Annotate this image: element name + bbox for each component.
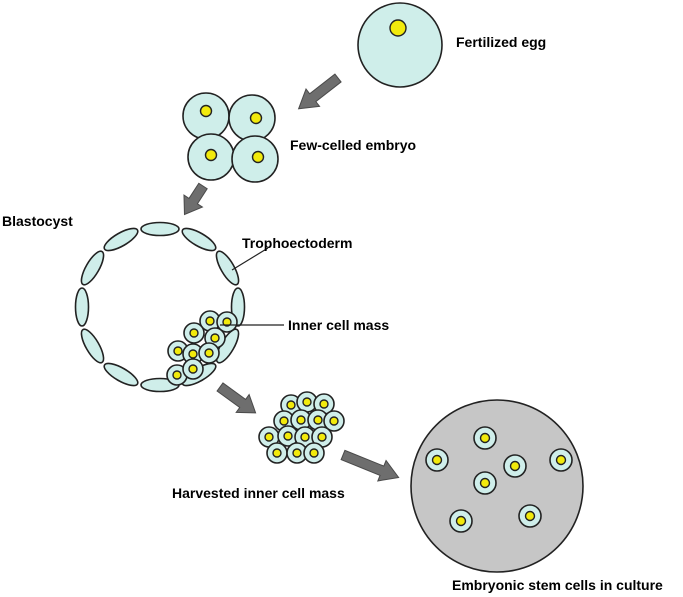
fertilized-egg (357, 2, 443, 88)
embryonic-stem-cells (425, 426, 573, 533)
embryonic-stem-cells-label: Embryonic stem cells in culture (452, 577, 663, 593)
arrow-blastocyst-to-harvest (216, 382, 257, 414)
few-celled-embryo (182, 92, 279, 183)
harvested-inner-cell-mass (258, 391, 345, 464)
few-celled-embryo-label: Few-celled embryo (290, 137, 416, 153)
arrow-harvest-to-culture (340, 449, 400, 482)
harvested-inner-cell-mass-label: Harvested inner cell mass (172, 485, 345, 501)
arrow-egg-to-embryo (297, 73, 342, 110)
trophoectoderm-label: Trophoectoderm (242, 235, 352, 251)
blastocyst (74, 221, 246, 393)
culture-dish (410, 399, 584, 573)
blastocyst-label: Blastocyst (2, 213, 73, 229)
trophoectoderm-leader (231, 247, 269, 271)
trophoectoderm-ring (74, 221, 246, 393)
arrow-embryo-to-blastocyst (183, 182, 208, 216)
inner-cell-mass (166, 310, 238, 386)
fertilized-egg-label: Fertilized egg (456, 34, 546, 50)
inner-cell-mass-label: Inner cell mass (288, 317, 389, 333)
